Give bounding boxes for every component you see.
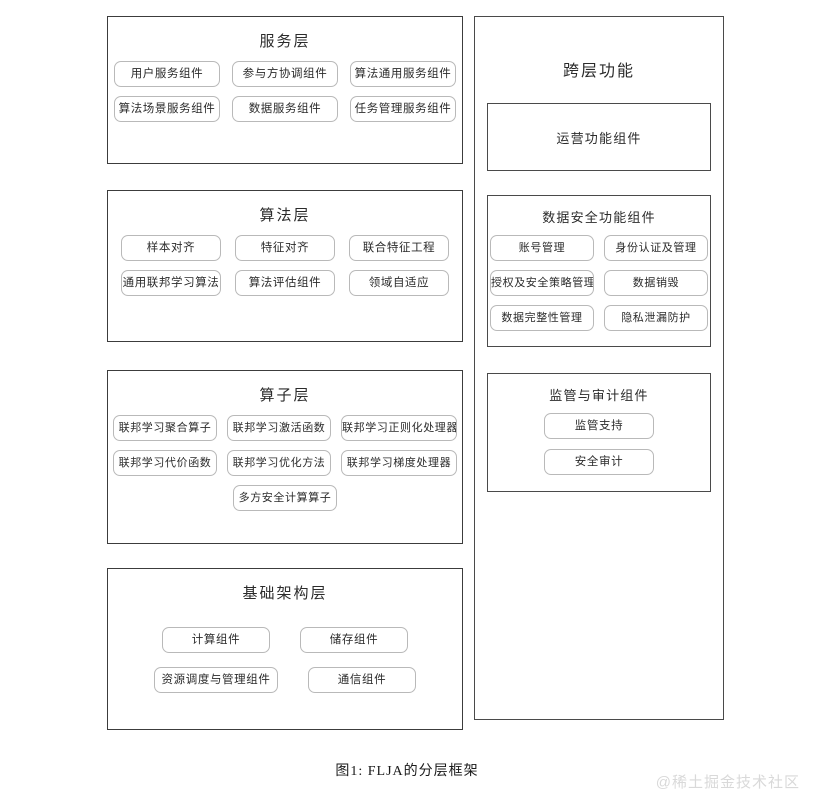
- component-fl-cost-function[interactable]: 联邦学习代价函数: [113, 450, 217, 476]
- component-data-service[interactable]: 数据服务组件: [232, 96, 338, 122]
- watermark: @稀土掘金技术社区: [655, 774, 800, 791]
- operator-row-3: 多方安全计算算子: [108, 485, 462, 511]
- layer-title-algorithm: 算法层: [259, 208, 311, 224]
- audit-row-1: 监管支持: [488, 413, 710, 439]
- data-security-row-1: 账号管理 身份认证及管理: [488, 235, 710, 261]
- group-data-security: 数据安全功能组件 账号管理 身份认证及管理 授权及安全策略管理 数据销毁 数据完…: [487, 195, 711, 347]
- component-account-management[interactable]: 账号管理: [490, 235, 594, 261]
- layer-title-operator: 算子层: [259, 388, 311, 404]
- component-communication[interactable]: 通信组件: [308, 667, 416, 693]
- component-joint-feature-engineering[interactable]: 联合特征工程: [349, 235, 449, 261]
- data-security-row-3: 数据完整性管理 隐私泄漏防护: [488, 305, 710, 331]
- component-algorithm-evaluation[interactable]: 算法评估组件: [235, 270, 335, 296]
- component-fl-aggregation-operator[interactable]: 联邦学习聚合算子: [113, 415, 217, 441]
- component-fl-optimization-method[interactable]: 联邦学习优化方法: [227, 450, 331, 476]
- cross-layer-title: 跨层功能: [562, 63, 635, 80]
- component-sample-alignment[interactable]: 样本对齐: [121, 235, 221, 261]
- service-row-2: 算法场景服务组件 数据服务组件 任务管理服务组件: [108, 96, 462, 122]
- left-column: 服务层 用户服务组件 参与方协调组件 算法通用服务组件 算法场景服务组件 数据服…: [107, 16, 463, 744]
- component-identity-authentication-management[interactable]: 身份认证及管理: [604, 235, 708, 261]
- component-general-federated-learning-algorithm[interactable]: 通用联邦学习算法: [121, 270, 221, 296]
- component-feature-alignment[interactable]: 特征对齐: [235, 235, 335, 261]
- component-storage[interactable]: 储存组件: [300, 627, 408, 653]
- group-title-audit: 监管与审计组件: [549, 388, 649, 403]
- component-data-integrity-management[interactable]: 数据完整性管理: [490, 305, 594, 331]
- component-data-destruction[interactable]: 数据销毁: [604, 270, 708, 296]
- layer-infrastructure: 基础架构层 计算组件 储存组件 资源调度与管理组件 通信组件: [107, 568, 463, 730]
- component-user-service[interactable]: 用户服务组件: [114, 61, 220, 87]
- component-domain-adaptation[interactable]: 领域自适应: [349, 270, 449, 296]
- layer-service: 服务层 用户服务组件 参与方协调组件 算法通用服务组件 算法场景服务组件 数据服…: [107, 16, 463, 164]
- infrastructure-row-2: 资源调度与管理组件 通信组件: [108, 667, 462, 693]
- service-row-1: 用户服务组件 参与方协调组件 算法通用服务组件: [108, 61, 462, 87]
- component-authorization-security-policy-management[interactable]: 授权及安全策略管理: [490, 270, 594, 296]
- component-operations-function[interactable]: 运营功能组件: [556, 130, 642, 146]
- right-column-cross-layer: 跨层功能 运营功能组件 数据安全功能组件 账号管理 身份认证及管理 授权及安全策…: [474, 16, 724, 720]
- component-fl-regularization-processor[interactable]: 联邦学习正则化处理器: [341, 415, 457, 441]
- component-fl-activation-function[interactable]: 联邦学习激活函数: [227, 415, 331, 441]
- component-secure-multiparty-computation-operator[interactable]: 多方安全计算算子: [233, 485, 337, 511]
- audit-row-2: 安全审计: [488, 449, 710, 475]
- component-fl-gradient-processor[interactable]: 联邦学习梯度处理器: [341, 450, 457, 476]
- component-party-coordination[interactable]: 参与方协调组件: [232, 61, 338, 87]
- group-audit: 监管与审计组件 监管支持 安全审计: [487, 373, 711, 492]
- layer-title-service: 服务层: [259, 34, 311, 50]
- layer-title-infrastructure: 基础架构层: [242, 586, 328, 602]
- algorithm-row-2: 通用联邦学习算法 算法评估组件 领域自适应: [108, 270, 462, 296]
- component-algorithm-common-service[interactable]: 算法通用服务组件: [350, 61, 456, 87]
- component-computing[interactable]: 计算组件: [162, 627, 270, 653]
- algorithm-row-1: 样本对齐 特征对齐 联合特征工程: [108, 235, 462, 261]
- operator-row-1: 联邦学习聚合算子 联邦学习激活函数 联邦学习正则化处理器: [108, 415, 462, 441]
- component-security-audit[interactable]: 安全审计: [544, 449, 654, 475]
- group-title-data-security: 数据安全功能组件: [542, 210, 656, 225]
- group-operations: 运营功能组件: [487, 103, 711, 171]
- layer-operator: 算子层 联邦学习聚合算子 联邦学习激活函数 联邦学习正则化处理器 联邦学习代价函…: [107, 370, 463, 544]
- component-regulatory-support[interactable]: 监管支持: [544, 413, 654, 439]
- component-privacy-leakage-protection[interactable]: 隐私泄漏防护: [604, 305, 708, 331]
- data-security-row-2: 授权及安全策略管理 数据销毁: [488, 270, 710, 296]
- layer-algorithm: 算法层 样本对齐 特征对齐 联合特征工程 通用联邦学习算法 算法评估组件 领域自…: [107, 190, 463, 342]
- infrastructure-row-1: 计算组件 储存组件: [108, 627, 462, 653]
- operator-row-2: 联邦学习代价函数 联邦学习优化方法 联邦学习梯度处理器: [108, 450, 462, 476]
- component-task-management-service[interactable]: 任务管理服务组件: [350, 96, 456, 122]
- component-algorithm-scenario-service[interactable]: 算法场景服务组件: [114, 96, 220, 122]
- component-resource-scheduling-management[interactable]: 资源调度与管理组件: [154, 667, 278, 693]
- figure-caption: 图1: FLJA的分层框架: [335, 764, 479, 779]
